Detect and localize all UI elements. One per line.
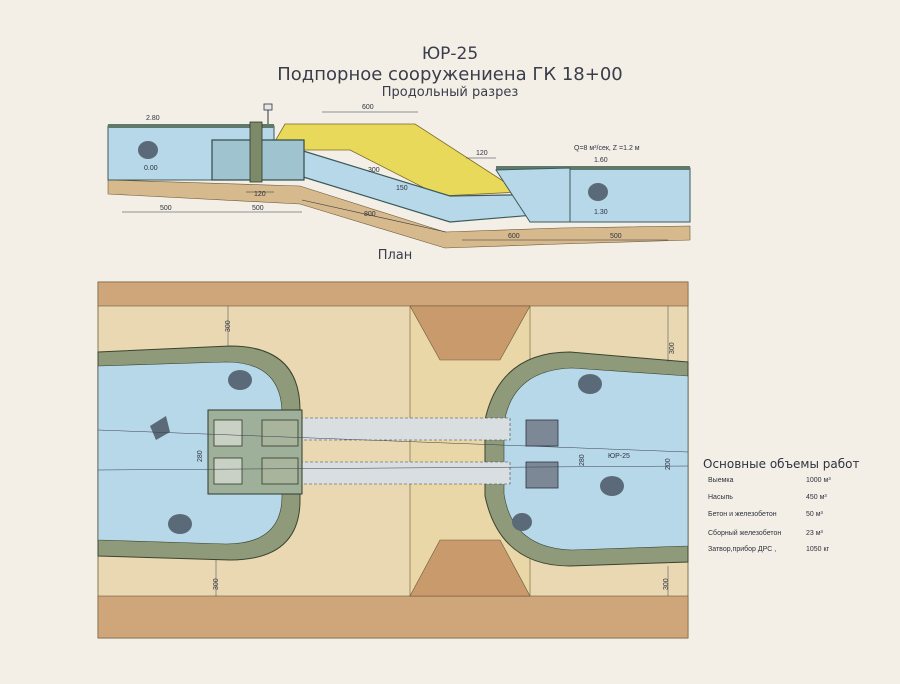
volume-row: Выемка 1000 м³ — [708, 477, 858, 484]
dim-500-left-1: 500 — [160, 205, 172, 212]
volume-value: 1000 м³ — [806, 477, 831, 484]
volume-row: Затвор,прибор ДРС , 1050 кг — [708, 546, 858, 553]
plan-stone — [150, 416, 170, 440]
section-dimension-lines — [122, 111, 668, 241]
volume-name: Сборный железобетон — [708, 530, 782, 537]
dim-150: 150 — [396, 185, 408, 192]
plan-grate-5 — [512, 513, 532, 531]
plan-outlet-1 — [525, 419, 559, 447]
section-title: Продольный разрез — [381, 85, 519, 100]
plan-gate-4 — [261, 457, 299, 485]
volume-name: Бетон и железобетон — [708, 511, 777, 518]
plan-dim-300-bottom-left: 300 — [213, 578, 220, 590]
downstream-grate — [588, 183, 608, 201]
embankment-slope-top — [409, 305, 531, 361]
dim-500-right: 500 — [610, 233, 622, 240]
volume-value: 1050 кг — [806, 546, 830, 553]
plan-bottom-road — [97, 595, 689, 639]
downstream-basin-water — [503, 367, 689, 551]
gate-pier — [249, 121, 263, 183]
volume-row: Насыпь 450 м³ — [708, 494, 858, 501]
plan-axis-lines — [97, 306, 689, 596]
dim-800: 800 — [364, 211, 376, 218]
ground-soil — [107, 179, 691, 249]
outlet-transition — [495, 167, 571, 223]
volume-name: Выемка — [708, 477, 734, 484]
elev-1-60: 1.60 — [594, 157, 608, 164]
volumes-title: Основные объемы работ — [703, 457, 860, 471]
downstream-channel-top — [496, 166, 690, 170]
elev-1-30: 1.30 — [594, 209, 608, 216]
volume-value: 50 м³ — [806, 511, 823, 518]
plan-gate-2 — [213, 457, 243, 485]
discharge-label: Q=8 м³/сек, Z =1.2 м — [574, 145, 640, 152]
plan-gate-3 — [261, 419, 299, 447]
dim-600-top: 600 — [362, 104, 374, 111]
dim-120-left: 120 — [254, 191, 266, 198]
plan-dim-280-right: 280 — [579, 454, 586, 466]
volume-value: 23 м³ — [806, 530, 823, 537]
plan-structure-code: ЮР-25 — [608, 453, 630, 460]
elev-0-00: 0.00 — [144, 165, 158, 172]
plan-dim-300-top-right: 300 — [669, 342, 676, 354]
elev-2-80: 2.80 — [146, 115, 160, 122]
plan-dim-280-left: 280 — [197, 450, 204, 462]
plan-grate-1 — [228, 370, 252, 390]
volume-name: Насыпь — [708, 494, 733, 501]
volume-value: 450 м³ — [806, 494, 827, 501]
plan-grate-3 — [578, 374, 602, 394]
upstream-grate — [138, 141, 158, 159]
plan-title: План — [377, 248, 413, 263]
plan-dim-300-bottom-right: 300 — [663, 578, 670, 590]
dim-500-left-2: 500 — [252, 205, 264, 212]
embankment-slope-bottom — [409, 539, 531, 597]
volume-name: Затвор,прибор ДРС , — [708, 546, 777, 553]
plan-grate-2 — [168, 514, 192, 534]
dim-120-right: 120 — [476, 150, 488, 157]
volume-row: Бетон и железобетон 50 м³ — [708, 511, 858, 518]
volume-row: Сборный железобетон 23 м³ — [708, 530, 858, 537]
dim-300: 300 — [368, 167, 380, 174]
plan-gate-1 — [213, 419, 243, 447]
structure-code: ЮР-25 — [421, 44, 479, 64]
upstream-channel-top — [108, 124, 274, 128]
upstream-basin-water — [97, 361, 283, 545]
plan-dim-200-right: 200 — [665, 458, 672, 470]
plan-grate-4 — [600, 476, 624, 496]
plan-top-road — [97, 281, 689, 307]
plan-outlet-2 — [525, 461, 559, 489]
plan-dim-300-top-left: 300 — [225, 320, 232, 332]
drawing-title: Подпорное сооружениена ГК 18+00 — [277, 64, 623, 85]
hoist-head — [263, 103, 273, 111]
dim-600-bottom: 600 — [508, 233, 520, 240]
